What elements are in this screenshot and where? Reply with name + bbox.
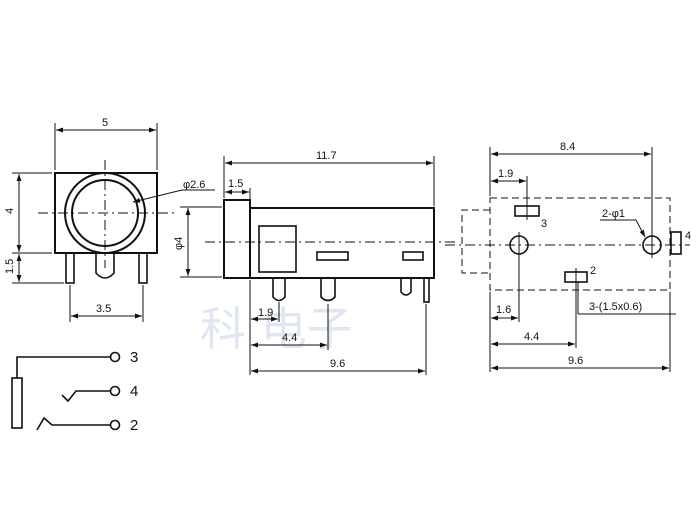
pcb-top-offset-dim: 1.9	[498, 168, 513, 180]
side-pin1-dim: 1.9	[258, 307, 273, 319]
pcb-view: 3 2 4 2-φ1 3-(1.5x0.6) 8.4 1.9 1.6 4.4	[445, 141, 691, 372]
side-pin3-dim: 9.6	[330, 358, 345, 370]
watermark: 科 电子	[200, 302, 353, 356]
front-hole-dia: φ2.6	[183, 179, 205, 191]
front-pin-center	[95, 253, 115, 279]
pcb-slots-label: 3-(1.5x0.6)	[589, 301, 642, 313]
side-flange-dim: 1.5	[228, 178, 243, 190]
schematic-plug	[11, 377, 23, 429]
side-height-dim: φ4	[173, 237, 185, 250]
side-view: 11.7 1.5 φ4 1.9 4.4 9.6	[173, 150, 455, 375]
pcb-pad2-label: 2	[590, 265, 596, 277]
side-pin-4	[423, 277, 430, 303]
front-view: 5 4 1.5 3.5 φ2.6	[4, 117, 215, 322]
pcb-span-dim: 8.4	[560, 141, 575, 153]
front-pin-span-dim: 3.5	[96, 303, 111, 315]
front-offset-dim: 1.5	[4, 259, 16, 274]
side-pin2-dim: 4.4	[282, 332, 297, 344]
pcb-dim-1-6: 1.6	[496, 304, 511, 316]
side-pin-3	[400, 278, 412, 296]
pcb-holes-label: 2-φ1	[602, 208, 625, 220]
side-pin-2	[320, 278, 336, 302]
side-pin-1	[272, 278, 286, 302]
front-height-dim: 4	[4, 208, 16, 214]
schematic-terminal-3	[109, 351, 121, 363]
pcb-pad3-label: 3	[541, 218, 547, 230]
schematic: 3 4 2	[11, 349, 138, 434]
side-length-dim: 11.7	[316, 150, 337, 162]
schematic-pin3: 3	[130, 349, 138, 366]
pcb-dim-4-4: 4.4	[524, 331, 539, 343]
schematic-pin2: 2	[130, 417, 138, 434]
schematic-terminal-4	[109, 385, 121, 397]
schematic-terminal-2	[109, 419, 121, 431]
front-pin-right	[138, 252, 148, 284]
pcb-pad4-label: 4	[685, 230, 691, 242]
front-pin-left	[65, 252, 75, 284]
schematic-pin4: 4	[130, 383, 138, 400]
pcb-pad-4	[670, 231, 682, 255]
pcb-dim-9-6: 9.6	[568, 355, 583, 367]
front-width-dim: 5	[102, 117, 108, 129]
